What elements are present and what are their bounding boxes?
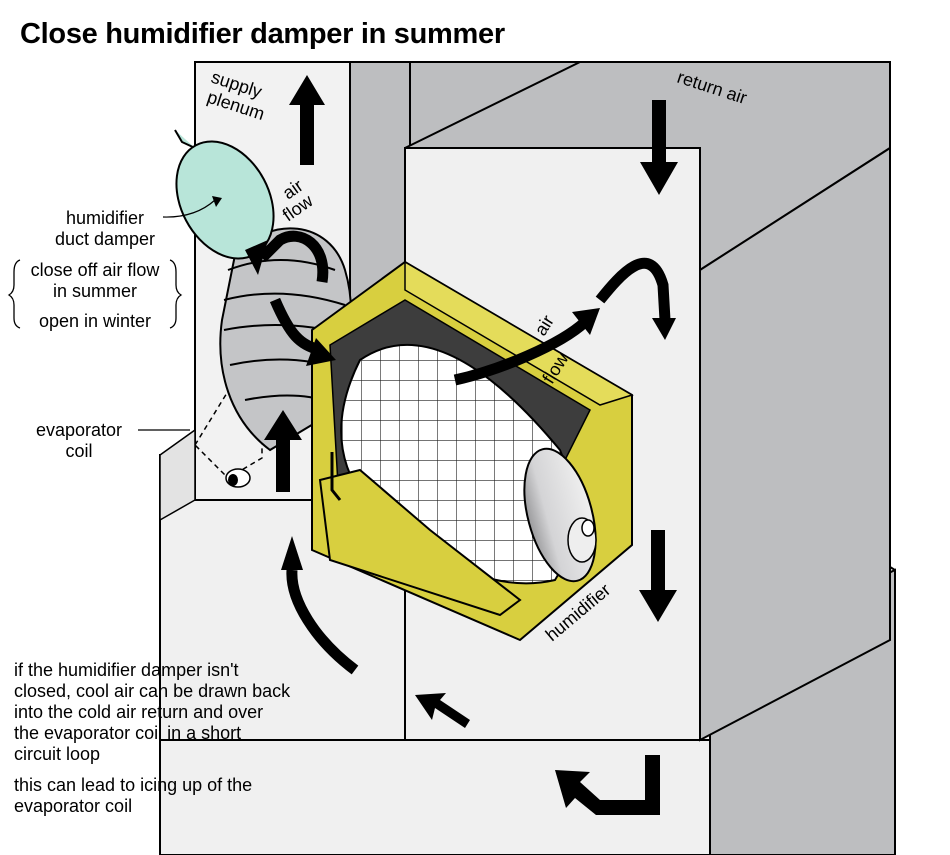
note-line: the evaporator coil in a short (14, 723, 242, 743)
summer-line-2: in summer (52, 281, 137, 301)
evaporator-up-arrow (264, 410, 302, 492)
evaporator-label: evaporator coil (20, 420, 138, 462)
loop-up-arrow (286, 569, 359, 675)
bottom-left-arrow (415, 693, 470, 728)
note-line: evaporator coil (14, 796, 133, 816)
return-flow-arrow (595, 257, 671, 321)
curved-flow-arrows (258, 230, 671, 675)
summer-instruction: close off air flow in summer (12, 260, 178, 302)
flow-arrows (264, 75, 678, 815)
return-down-arrow (640, 100, 678, 195)
evaporator-line-1: evaporator (35, 420, 123, 440)
bottom-right-arrow (555, 755, 660, 815)
supply-up-arrow (289, 75, 325, 165)
note-line: circuit loop (14, 744, 101, 764)
short-circuit-note: if the humidifier damper isn't closed, c… (14, 660, 290, 765)
leader-lines (138, 196, 222, 431)
winter-instruction: open in winter (38, 311, 152, 331)
evaporator-line-2: coil (65, 441, 93, 461)
icing-note: this can lead to icing up of the evapora… (14, 775, 252, 817)
bracket (7, 259, 183, 329)
damper-label-line-2: duct damper (54, 229, 156, 249)
curved-arrow-heads (245, 240, 676, 570)
damper-label-line-1: humidifier (65, 208, 145, 228)
summer-line-1: close off air flow (30, 260, 160, 280)
damper-leader (162, 199, 216, 218)
duct-down-arrow (639, 530, 677, 622)
humidifier-flow-arrow (453, 317, 589, 386)
note-line: this can lead to icing up of the (14, 775, 253, 795)
note-line: closed, cool air can be drawn back (14, 681, 291, 701)
page-title: Close humidifier damper in summer (20, 18, 505, 50)
duct-damper (174, 129, 275, 260)
damper-label: humidifier duct damper (40, 208, 170, 250)
note-line: if the humidifier damper isn't (14, 660, 239, 680)
humidifier-unit (311, 260, 634, 642)
note-line: into the cold air return and over (14, 702, 264, 722)
damper-flow-arrow (258, 230, 329, 283)
evaporator-coil-outline (194, 387, 263, 488)
